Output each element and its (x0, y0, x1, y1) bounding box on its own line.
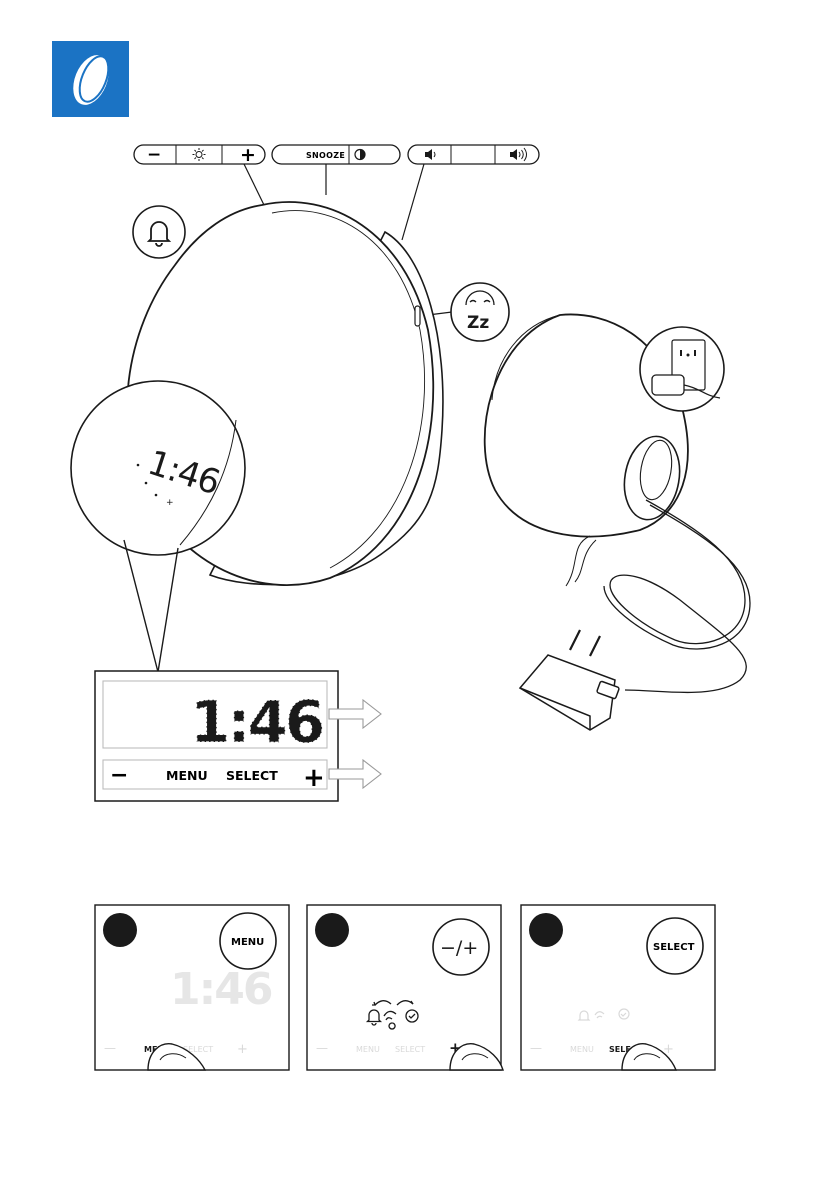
step1-circle-label: MENU (231, 937, 264, 948)
display-panel-minus-button[interactable]: − (110, 763, 128, 788)
step-number-2 (315, 913, 349, 947)
step-number-1 (103, 913, 137, 947)
sleep-button-side[interactable] (415, 306, 420, 326)
brightness-plus-button[interactable]: + (240, 144, 256, 166)
half-moon-contrast-icon (355, 150, 365, 160)
wall-outlet-inset (640, 327, 724, 411)
step-number-3 (529, 913, 563, 947)
display-panel-select-button[interactable]: SELECT (226, 768, 278, 783)
step-panel-2: −/+ — MENU SELECT + (307, 905, 503, 1070)
power-adapter (520, 630, 619, 730)
step-panel-1: 1:46 MENU — MENU SELECT + (95, 905, 289, 1070)
step3-minus[interactable]: — (530, 1041, 542, 1055)
step1-minus[interactable]: — (104, 1041, 116, 1055)
step-panel-3: SELECT — MENU SELECT + (521, 905, 715, 1070)
display-panel-time: 1:46 (190, 688, 323, 756)
snooze-control-strip: SNOOZE (272, 145, 400, 164)
display-panel-plus-button[interactable]: + (303, 763, 325, 793)
svg-text:Zz: Zz (467, 313, 489, 333)
svg-text:1:46: 1:46 (170, 964, 272, 1015)
step2-menu[interactable]: MENU (356, 1045, 380, 1054)
volume-control-strip (408, 145, 539, 164)
step2-circle-label: −/+ (440, 937, 478, 959)
step3-menu[interactable]: MENU (570, 1045, 594, 1054)
display-magnifier: 1:46 + (71, 381, 245, 672)
sleep-callout: Zz (451, 283, 509, 341)
display-panel: 1:46 − MENU SELECT + (95, 671, 338, 801)
svg-text:+: + (166, 498, 174, 508)
display-panel-menu-button[interactable]: MENU (166, 768, 208, 783)
step3-circle-label: SELECT (653, 942, 695, 953)
step2-minus[interactable]: — (316, 1041, 328, 1055)
step2-select[interactable]: SELECT (395, 1045, 425, 1054)
brightness-control-strip: − + (134, 144, 265, 166)
alarm-callout (133, 206, 185, 258)
snooze-button-label[interactable]: SNOOZE (306, 151, 345, 160)
step1-plus[interactable]: + (237, 1042, 248, 1057)
brightness-minus-button[interactable]: − (147, 145, 161, 165)
